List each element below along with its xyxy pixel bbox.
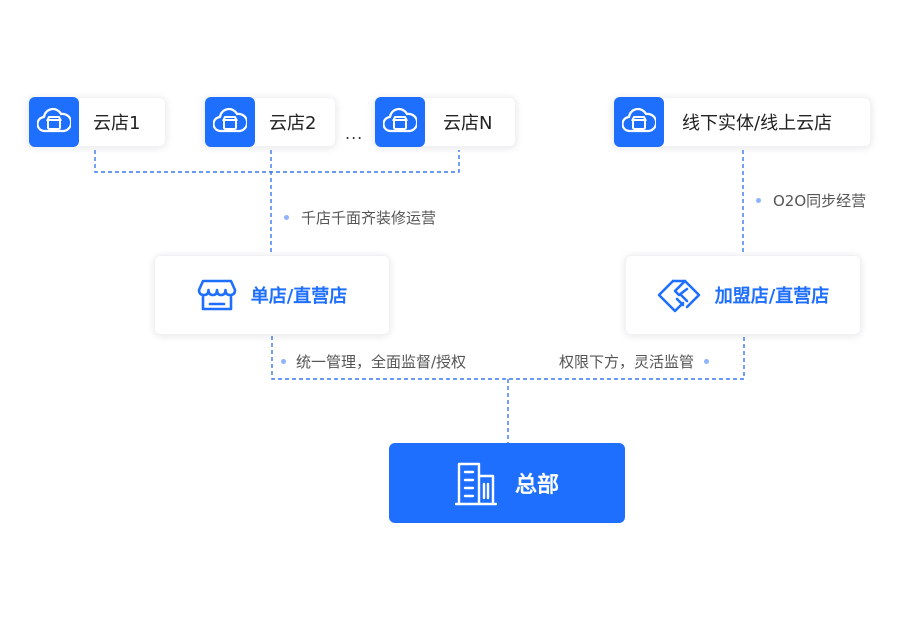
bottom-bracket-line: [271, 336, 745, 380]
single-store-card[interactable]: 单店/直营店: [154, 255, 390, 335]
bullet-dot: [704, 359, 710, 364]
cloud-store-icon: [614, 97, 664, 147]
franchise-store-label: 加盟店/直营店: [714, 286, 830, 307]
single-store-label: 单店/直营店: [250, 286, 348, 307]
cloud-store-label: 云店1: [93, 113, 141, 134]
cloud-store-icon: [29, 97, 79, 147]
note-o2o: O2O同步经营: [756, 190, 866, 211]
building-icon: [454, 462, 497, 506]
cloud-store-card-2[interactable]: 云店2: [204, 97, 336, 147]
cloud-store-label: 云店N: [443, 113, 493, 134]
note-unified-management: 统一管理，全面监督/授权: [281, 351, 466, 372]
headquarters-card[interactable]: 总部: [389, 443, 625, 523]
storefront-icon: [197, 279, 237, 311]
franchise-store-card[interactable]: 加盟店/直营店: [625, 255, 861, 335]
top-left-bracket-line: [94, 150, 460, 173]
cloud-store-card-online-offline[interactable]: 线下实体/线上云店: [613, 97, 871, 147]
cloud-store-icon: [205, 97, 255, 147]
note-text: O2O同步经营: [773, 192, 867, 210]
cloud-store-card-1[interactable]: 云店1: [28, 97, 166, 147]
ellipsis: ...: [345, 124, 364, 143]
note-text: 统一管理，全面监督/授权: [296, 353, 467, 371]
note-decorate-operate: 千店千面齐装修运营: [284, 207, 436, 228]
bullet-dot: [281, 359, 286, 364]
cloud-store-card-n[interactable]: 云店N: [374, 97, 516, 147]
note-text: 权限下方，灵活监管: [559, 353, 695, 371]
note-text: 千店千面齐装修运营: [301, 209, 437, 227]
bullet-dot: [284, 215, 289, 220]
bullet-dot: [756, 198, 761, 203]
note-flexible-supervision: 权限下方，灵活监管: [559, 351, 710, 372]
cloud-store-label: 线下实体/线上云店: [682, 113, 833, 134]
headquarters-label: 总部: [514, 473, 559, 498]
handshake-icon: [657, 279, 701, 313]
cloud-store-label: 云店2: [269, 113, 317, 134]
cloud-store-icon: [375, 97, 425, 147]
